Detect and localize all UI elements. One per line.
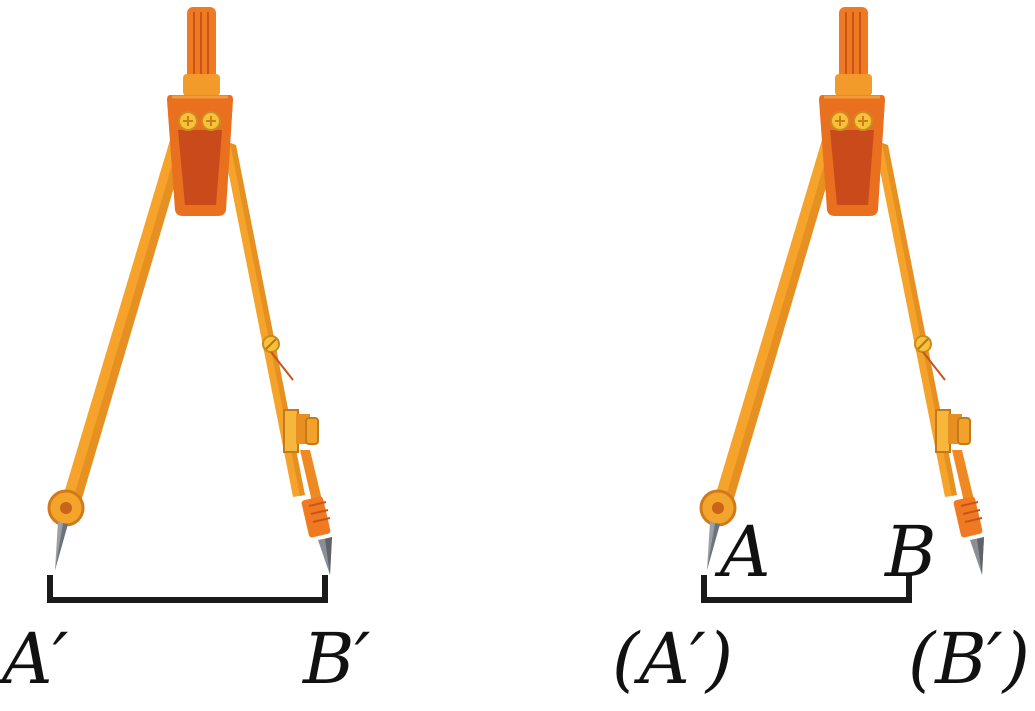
right-figure: A B (A′) (B′) — [612, 5, 1030, 700]
left-figure: A′ B′ — [0, 5, 370, 700]
label-b-prime-paren: (B′) — [908, 618, 1030, 700]
label-a-prime-paren: (A′) — [612, 618, 733, 700]
compass-icon — [699, 5, 986, 577]
label-a: A — [714, 511, 771, 593]
segment-a-prime-b-prime — [47, 575, 328, 603]
label-a-prime: A′ — [0, 618, 69, 700]
compass-icon — [47, 5, 334, 577]
label-b: B — [883, 511, 936, 593]
segment-a-b — [701, 575, 912, 603]
label-b-prime: B′ — [301, 618, 370, 700]
